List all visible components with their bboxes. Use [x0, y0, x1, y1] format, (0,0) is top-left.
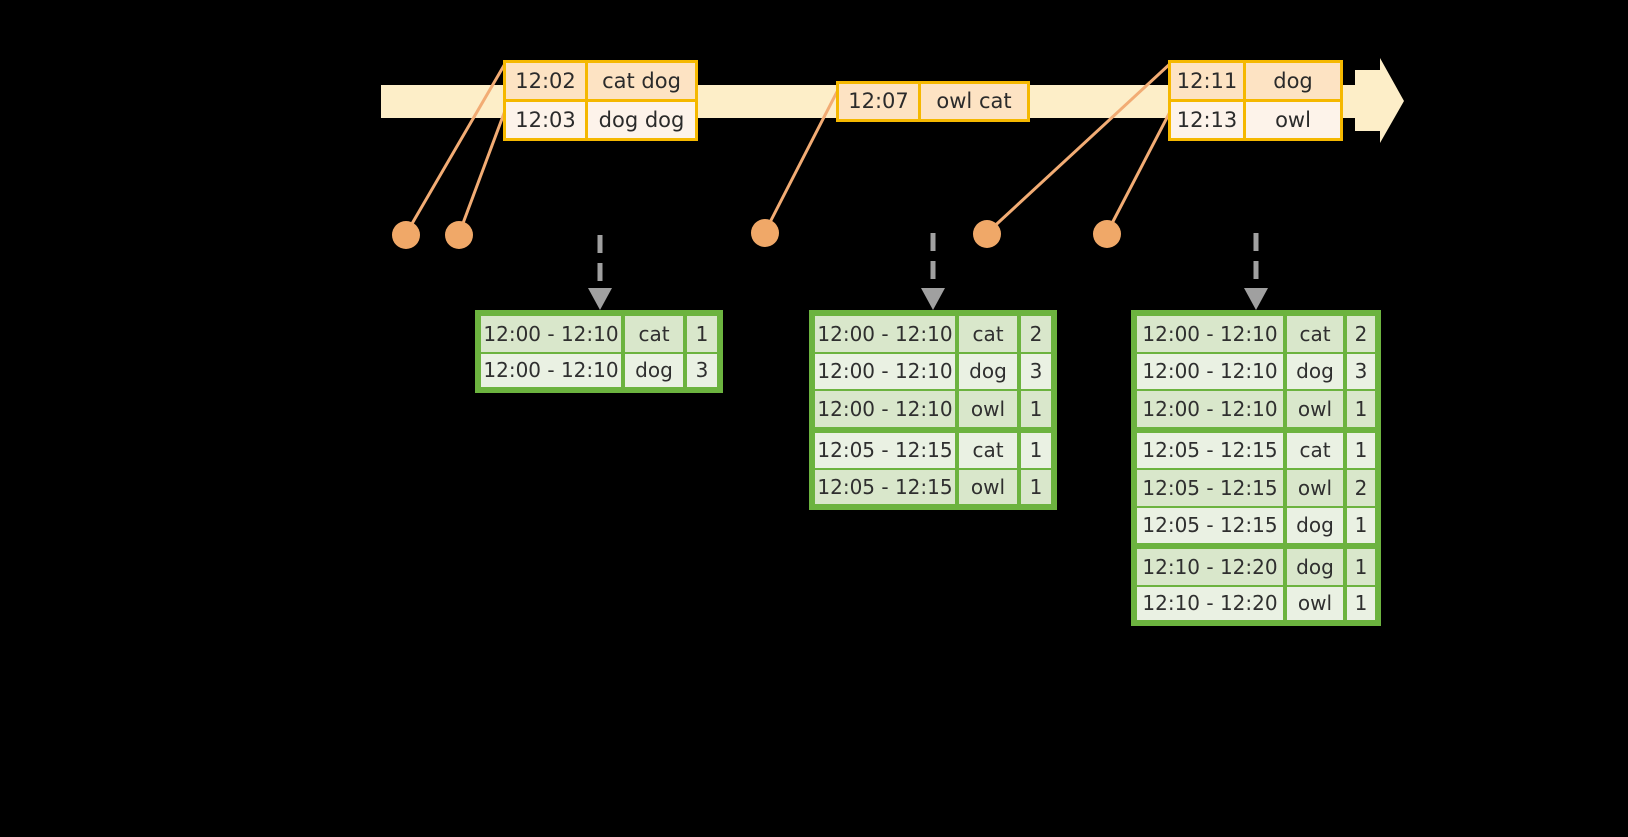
cell-key: owl [959, 391, 1017, 427]
event-time: 12:03 [506, 102, 588, 138]
event-dot-3 [751, 219, 779, 247]
cell-count: 3 [1347, 353, 1375, 389]
event-row: 12:02 cat dog [506, 63, 695, 99]
table-row: 12:00 - 12:10 owl 1 [813, 389, 1053, 427]
cell-window: 12:00 - 12:10 [1137, 316, 1283, 352]
cell-key: dog [959, 353, 1017, 389]
cell-key: cat [959, 316, 1017, 352]
dashed-arrow-1 [588, 235, 612, 310]
table-row: 12:10 - 12:20 owl 1 [1135, 585, 1377, 623]
cell-count: 3 [1021, 353, 1051, 389]
event-group-1[interactable]: 12:02 cat dog 12:03 dog dog [503, 60, 698, 141]
cell-key: cat [625, 316, 683, 352]
cell-count: 1 [1347, 586, 1375, 620]
cell-window: 12:00 - 12:10 [815, 316, 955, 352]
cell-key: cat [1287, 432, 1343, 468]
result-table-3[interactable]: 12:00 - 12:10 cat 2 12:00 - 12:10 dog 3 … [1131, 310, 1381, 626]
table-row: 12:00 - 12:10 dog 3 [1135, 352, 1377, 389]
table-row: 12:05 - 12:15 owl 2 [1135, 468, 1377, 506]
event-time: 12:13 [1171, 102, 1246, 138]
event-value: dog dog [598, 107, 685, 132]
event-time: 12:11 [1171, 63, 1246, 99]
table-row: 12:00 - 12:10 cat 1 [479, 314, 719, 352]
cell-count: 1 [1347, 549, 1375, 585]
event-group-3[interactable]: 12:11 dog 12:13 owl [1168, 60, 1343, 141]
event-value: dog [1273, 68, 1313, 93]
cell-key: dog [1287, 549, 1343, 585]
cell-key: dog [1287, 507, 1343, 543]
event-dot-1 [392, 221, 420, 249]
event-value: owl cat [936, 89, 1012, 113]
event-group-2[interactable]: 12:07 owl cat [836, 81, 1030, 122]
table-row: 12:10 - 12:20 dog 1 [1135, 547, 1377, 585]
cell-count: 1 [1021, 432, 1051, 468]
table-row: 12:00 - 12:10 cat 2 [1135, 314, 1377, 352]
cell-window: 12:05 - 12:15 [1137, 507, 1283, 543]
cell-count: 2 [1021, 316, 1051, 352]
cell-window: 12:05 - 12:15 [815, 470, 955, 504]
cell-key: owl [1287, 586, 1343, 620]
event-time: 12:07 [839, 84, 921, 119]
event-value: cat dog [602, 68, 681, 93]
cell-key: cat [959, 432, 1017, 468]
cell-window: 12:00 - 12:10 [1137, 353, 1283, 389]
connector-line-2 [457, 107, 508, 235]
cell-window: 12:00 - 12:10 [815, 353, 955, 389]
cell-key: owl [1287, 391, 1343, 427]
cell-count: 1 [1347, 391, 1375, 427]
table-row: 12:00 - 12:10 cat 2 [813, 314, 1053, 352]
cell-window: 12:10 - 12:20 [1137, 586, 1283, 620]
table-row: 12:05 - 12:15 owl 1 [813, 468, 1053, 506]
table-row: 12:00 - 12:10 owl 1 [1135, 389, 1377, 427]
table-row: 12:05 - 12:15 cat 1 [813, 431, 1053, 468]
event-time: 12:02 [506, 63, 588, 99]
group-separator [813, 426, 1053, 431]
event-dot-4 [973, 220, 1001, 248]
event-value: owl [1275, 107, 1311, 132]
event-row: 12:03 dog dog [506, 99, 695, 138]
table-row: 12:05 - 12:15 cat 1 [1135, 431, 1377, 468]
cell-window: 12:00 - 12:10 [481, 316, 621, 352]
cell-window: 12:00 - 12:10 [481, 353, 621, 387]
cell-count: 1 [1021, 470, 1051, 504]
cell-count: 2 [1347, 316, 1375, 352]
cell-key: cat [1287, 316, 1343, 352]
cell-window: 12:05 - 12:15 [815, 432, 955, 468]
cell-window: 12:10 - 12:20 [1137, 549, 1283, 585]
event-row: 12:11 dog [1171, 63, 1340, 99]
cell-key: dog [625, 353, 683, 387]
dashed-arrow-2 [921, 233, 945, 310]
cell-count: 2 [1347, 470, 1375, 506]
result-table-2[interactable]: 12:00 - 12:10 cat 2 12:00 - 12:10 dog 3 … [809, 310, 1057, 510]
cell-window: 12:05 - 12:15 [1137, 432, 1283, 468]
event-dot-5 [1093, 220, 1121, 248]
result-table-1[interactable]: 12:00 - 12:10 cat 1 12:00 - 12:10 dog 3 [475, 310, 723, 393]
cell-key: owl [959, 470, 1017, 504]
cell-count: 1 [1347, 507, 1375, 543]
dashed-arrow-3 [1244, 233, 1268, 310]
table-row: 12:00 - 12:10 dog 3 [479, 352, 719, 390]
cell-window: 12:00 - 12:10 [1137, 391, 1283, 427]
cell-count: 1 [687, 316, 717, 352]
group-separator [1135, 543, 1377, 547]
group-separator [1135, 426, 1377, 431]
table-row: 12:00 - 12:10 dog 3 [813, 352, 1053, 389]
cell-key: dog [1287, 353, 1343, 389]
cell-window: 12:05 - 12:15 [1137, 470, 1283, 506]
connector-line-5 [1105, 107, 1174, 234]
event-row: 12:13 owl [1171, 99, 1340, 138]
cell-window: 12:00 - 12:10 [815, 391, 955, 427]
cell-count: 1 [1021, 391, 1051, 427]
cell-count: 3 [687, 353, 717, 387]
cell-key: owl [1287, 470, 1343, 506]
event-row: 12:07 owl cat [839, 84, 1027, 119]
cell-count: 1 [1347, 432, 1375, 468]
table-row: 12:05 - 12:15 dog 1 [1135, 506, 1377, 543]
event-dot-2 [445, 221, 473, 249]
